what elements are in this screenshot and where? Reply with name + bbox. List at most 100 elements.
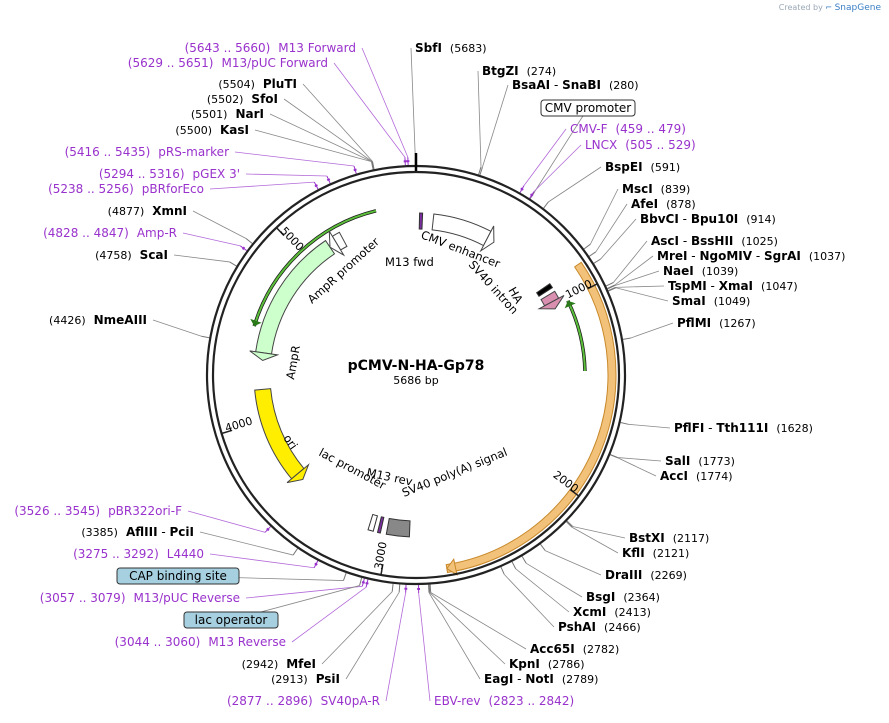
site-label-l4440[interactable]: (3275 .. 3292)L4440 [73, 547, 204, 561]
site-label-text[interactable]: BbvCI - Bpu10I(914) [640, 212, 776, 226]
site-label-bspei[interactable]: BspEI(591) [605, 160, 680, 174]
site-label-text[interactable]: (5501)NarI [191, 107, 264, 121]
site-label-m13puc[interactable]: (5629 .. 5651)M13/pUC Forward [128, 56, 328, 70]
site-label-text[interactable]: (5500)KasI [175, 123, 249, 137]
site-label-xcmi[interactable]: XcmI(2413) [573, 605, 651, 619]
site-label-snabi[interactable]: BsaAI - SnaBI(280) [512, 78, 639, 92]
site-label-text[interactable]: PflMI(1267) [677, 316, 756, 330]
site-label-text[interactable]: EagI - NotI(2789) [484, 672, 598, 686]
site-label-m13pucrev[interactable]: (3057 .. 3079)M13/pUC Reverse [40, 591, 240, 605]
site-label-bsgi[interactable]: BsgI(2364) [586, 590, 660, 604]
site-label-text[interactable]: BtgZI(274) [482, 64, 556, 78]
site-label-draiii[interactable]: DraIII(2269) [605, 568, 687, 582]
site-label-afliii[interactable]: (3385)AflIII - PciI [81, 525, 194, 539]
site-label-text[interactable]: (5629 .. 5651)M13/pUC Forward [128, 56, 328, 70]
site-label-text[interactable]: (3385)AflIII - PciI [81, 525, 194, 539]
site-label-text[interactable]: BstXI(2117) [629, 531, 709, 545]
site-label-cmvprom[interactable]: CMV promoter [540, 99, 636, 117]
site-label-text[interactable]: SmaI(1049) [672, 294, 750, 308]
site-label-text[interactable]: (2942)MfeI [242, 657, 316, 671]
site-label-text[interactable]: (2877 .. 2896)SV40pA-R [227, 694, 380, 708]
site-label-sv40pa[interactable]: (2877 .. 2896)SV40pA-R [227, 694, 380, 708]
site-label-text[interactable]: CMV-F(459 .. 479) [570, 122, 686, 136]
feature-box[interactable] [116, 567, 240, 585]
site-label-pshai[interactable]: PshAI(2466) [558, 620, 641, 634]
site-label-text[interactable]: (3526 .. 3545)pBR322ori-F [14, 504, 182, 518]
site-label-text[interactable]: AscI - BssHII(1025) [651, 234, 778, 248]
site-label-pbrfor[interactable]: (5238 .. 5256)pBRforEco [48, 182, 204, 196]
site-label-pbr322[interactable]: (3526 .. 3545)pBR322ori-F [14, 504, 182, 518]
site-label-mlei[interactable]: MreI - NgoMIV - SgrAI(1037) [657, 249, 845, 263]
site-label-text[interactable]: (5416 .. 5435)pRS-marker [65, 145, 229, 159]
site-label-cap[interactable]: CAP binding site [116, 567, 240, 585]
site-label-m13rev[interactable]: (3044 .. 3060)M13 Reverse [115, 635, 286, 649]
site-label-text[interactable]: MscI(839) [622, 182, 690, 196]
site-label-text[interactable]: (2913)PsiI [271, 672, 340, 686]
site-label-text[interactable]: (5238 .. 5256)pBRforEco [48, 182, 204, 196]
site-label-text[interactable]: BspEI(591) [605, 160, 680, 174]
site-label-text[interactable]: SalI(1773) [665, 454, 735, 468]
site-label-nmeaiii[interactable]: (4426)NmeAIII [49, 313, 147, 327]
site-label-cmvf[interactable]: CMV-F(459 .. 479) [570, 122, 686, 136]
site-label-text[interactable]: KpnI(2786) [509, 657, 584, 671]
site-label-pgex[interactable]: (5294 .. 5316)pGEX 3' [99, 167, 240, 181]
site-label-ebvrev[interactable]: EBV-rev(2823 .. 2842) [434, 694, 574, 708]
site-label-text[interactable]: MreI - NgoMIV - SgrAI(1037) [657, 249, 845, 263]
site-label-text[interactable]: (5504)PluTI [218, 77, 297, 91]
site-label-text[interactable]: PflFI - Tth111I(1628) [674, 421, 813, 435]
site-label-eagi[interactable]: EagI - NotI(2789) [484, 672, 598, 686]
site-label-text[interactable]: LNCX(505 .. 529) [585, 138, 696, 152]
feature-box[interactable] [183, 611, 279, 629]
site-label-text[interactable]: (4758)ScaI [95, 248, 168, 262]
site-label-nari[interactable]: (5501)NarI [191, 107, 264, 121]
feature-box[interactable] [540, 99, 636, 117]
site-label-xmni[interactable]: (4877)XmnI [108, 204, 187, 218]
site-label-smai[interactable]: SmaI(1049) [672, 294, 750, 308]
site-label-kasi[interactable]: (5500)KasI [175, 123, 249, 137]
site-label-text[interactable]: (4828 .. 4847)Amp-R [43, 226, 177, 240]
site-label-m13fwd[interactable]: (5643 .. 5660)M13 Forward [185, 41, 356, 55]
site-label-afei[interactable]: AfeI(878) [631, 197, 696, 211]
site-label-pluti[interactable]: (5504)PluTI [218, 77, 297, 91]
site-label-text[interactable]: PshAI(2466) [558, 620, 641, 634]
site-label-tspmi[interactable]: TspMI - XmaI(1047) [668, 279, 798, 293]
site-label-kpni[interactable]: KpnI(2786) [509, 657, 584, 671]
site-label-sbfi[interactable]: SbfI(5683) [415, 41, 487, 55]
site-label-text[interactable]: DraIII(2269) [605, 568, 687, 582]
site-label-text[interactable]: (5643 .. 5660)M13 Forward [185, 41, 356, 55]
site-label-sali[interactable]: SalI(1773) [665, 454, 735, 468]
site-label-text[interactable]: (4426)NmeAIII [49, 313, 147, 327]
site-label-text[interactable]: BsgI(2364) [586, 590, 660, 604]
site-label-acc65i[interactable]: Acc65I(2782) [530, 642, 619, 656]
site-label-psii[interactable]: (2913)PsiI [271, 672, 340, 686]
site-label-text[interactable]: XcmI(2413) [573, 605, 651, 619]
site-label-lacop[interactable]: lac operator [183, 611, 279, 629]
site-label-text[interactable]: (3044 .. 3060)M13 Reverse [115, 635, 286, 649]
site-label-text[interactable]: EBV-rev(2823 .. 2842) [434, 694, 574, 708]
site-label-msci[interactable]: MscI(839) [622, 182, 690, 196]
site-label-text[interactable]: Acc65I(2782) [530, 642, 619, 656]
site-label-sfoi[interactable]: (5502)SfoI [207, 92, 278, 106]
site-label-text[interactable]: (5502)SfoI [207, 92, 278, 106]
site-label-ampr[interactable]: (4828 .. 4847)Amp-R [43, 226, 177, 240]
site-label-text[interactable]: BsaAI - SnaBI(280) [512, 78, 639, 92]
site-label-prs[interactable]: (5416 .. 5435)pRS-marker [65, 145, 229, 159]
site-label-btgzi[interactable]: BtgZI(274) [482, 64, 556, 78]
site-label-naei[interactable]: NaeI(1039) [663, 264, 738, 278]
site-label-asci[interactable]: AscI - BssHII(1025) [651, 234, 778, 248]
site-label-acci[interactable]: AccI(1774) [660, 469, 733, 483]
site-label-kfli[interactable]: KflI(2121) [622, 546, 689, 560]
site-label-text[interactable]: (3057 .. 3079)M13/pUC Reverse [40, 591, 240, 605]
site-label-pflmi[interactable]: PflMI(1267) [677, 316, 756, 330]
site-label-pflfi[interactable]: PflFI - Tth111I(1628) [674, 421, 813, 435]
site-label-text[interactable]: KflI(2121) [622, 546, 689, 560]
site-label-mfei[interactable]: (2942)MfeI [242, 657, 316, 671]
site-label-text[interactable]: AccI(1774) [660, 469, 733, 483]
site-label-text[interactable]: SbfI(5683) [415, 41, 487, 55]
site-label-text[interactable]: (4877)XmnI [108, 204, 187, 218]
site-label-text[interactable]: (3275 .. 3292)L4440 [73, 547, 204, 561]
site-label-text[interactable]: AfeI(878) [631, 197, 696, 211]
site-label-bbvci[interactable]: BbvCI - Bpu10I(914) [640, 212, 776, 226]
site-label-bstxi[interactable]: BstXI(2117) [629, 531, 709, 545]
site-label-text[interactable]: (5294 .. 5316)pGEX 3' [99, 167, 240, 181]
